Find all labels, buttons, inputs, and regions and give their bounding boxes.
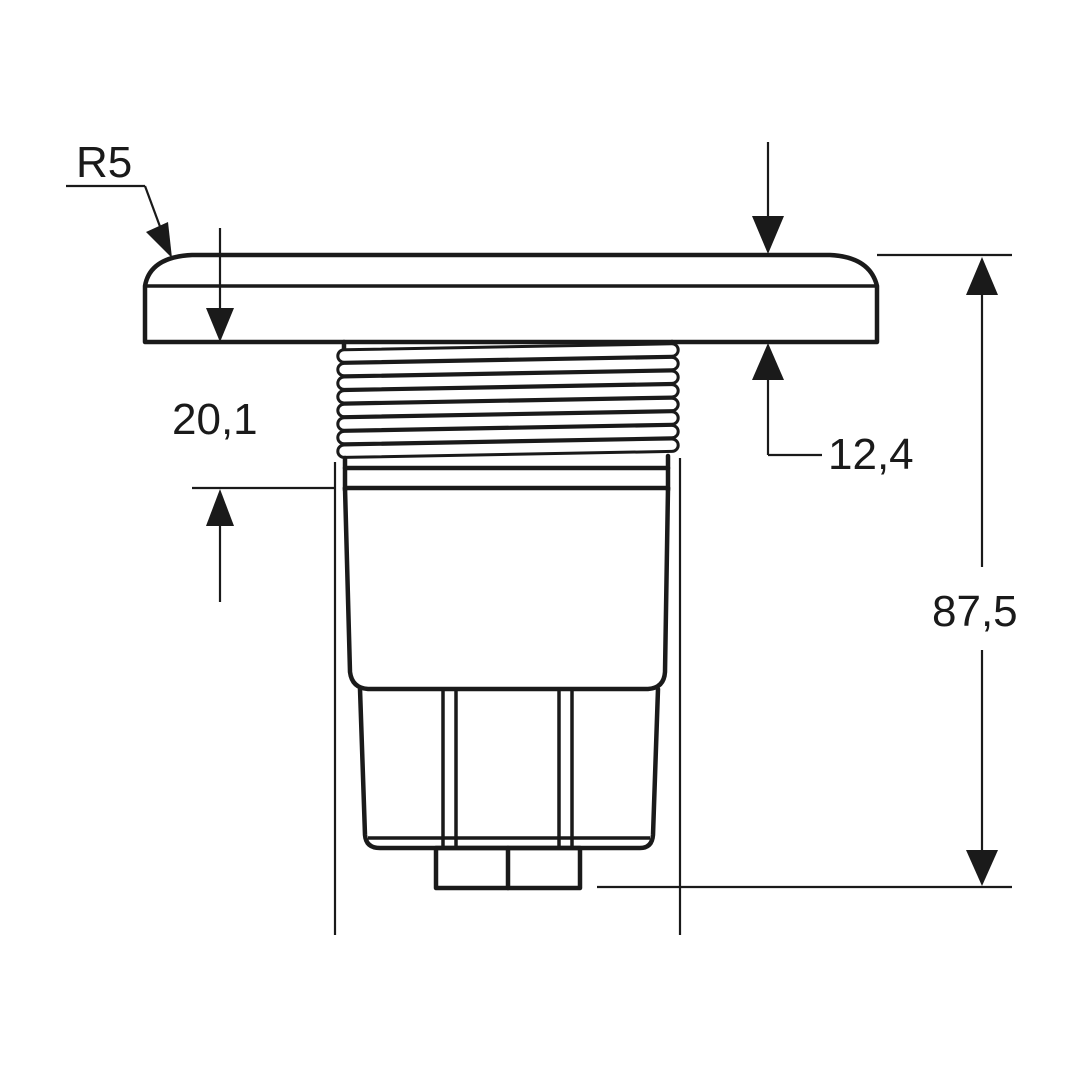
arrow-down-icon xyxy=(966,850,998,886)
dimension-20-1: 20,1 xyxy=(172,228,258,602)
dimension-20-1-label: 20,1 xyxy=(172,395,258,444)
bottom-tab xyxy=(433,845,583,891)
arrow-icon xyxy=(146,222,172,258)
arrow-down-icon xyxy=(752,216,784,254)
upper-body xyxy=(342,485,671,692)
thread-turn xyxy=(336,437,680,459)
collar xyxy=(342,453,671,493)
dimension-12-4-label: 12,4 xyxy=(828,430,914,479)
dimension-87-5-label: 87,5 xyxy=(932,587,1018,636)
thread xyxy=(336,339,680,459)
dimension-12-4: 12,4 xyxy=(752,142,914,479)
lower-body xyxy=(357,686,661,851)
arrow-up-icon xyxy=(206,489,234,526)
arrow-up-icon xyxy=(966,257,998,295)
dimension-87-5: 87,5 xyxy=(932,257,1018,886)
arrow-down-icon xyxy=(206,308,234,342)
radius-leader: R5 xyxy=(66,138,172,258)
flange xyxy=(142,252,880,345)
radius-label: R5 xyxy=(76,138,132,187)
extension-lines xyxy=(192,253,1012,935)
arrow-up-icon xyxy=(752,343,784,380)
